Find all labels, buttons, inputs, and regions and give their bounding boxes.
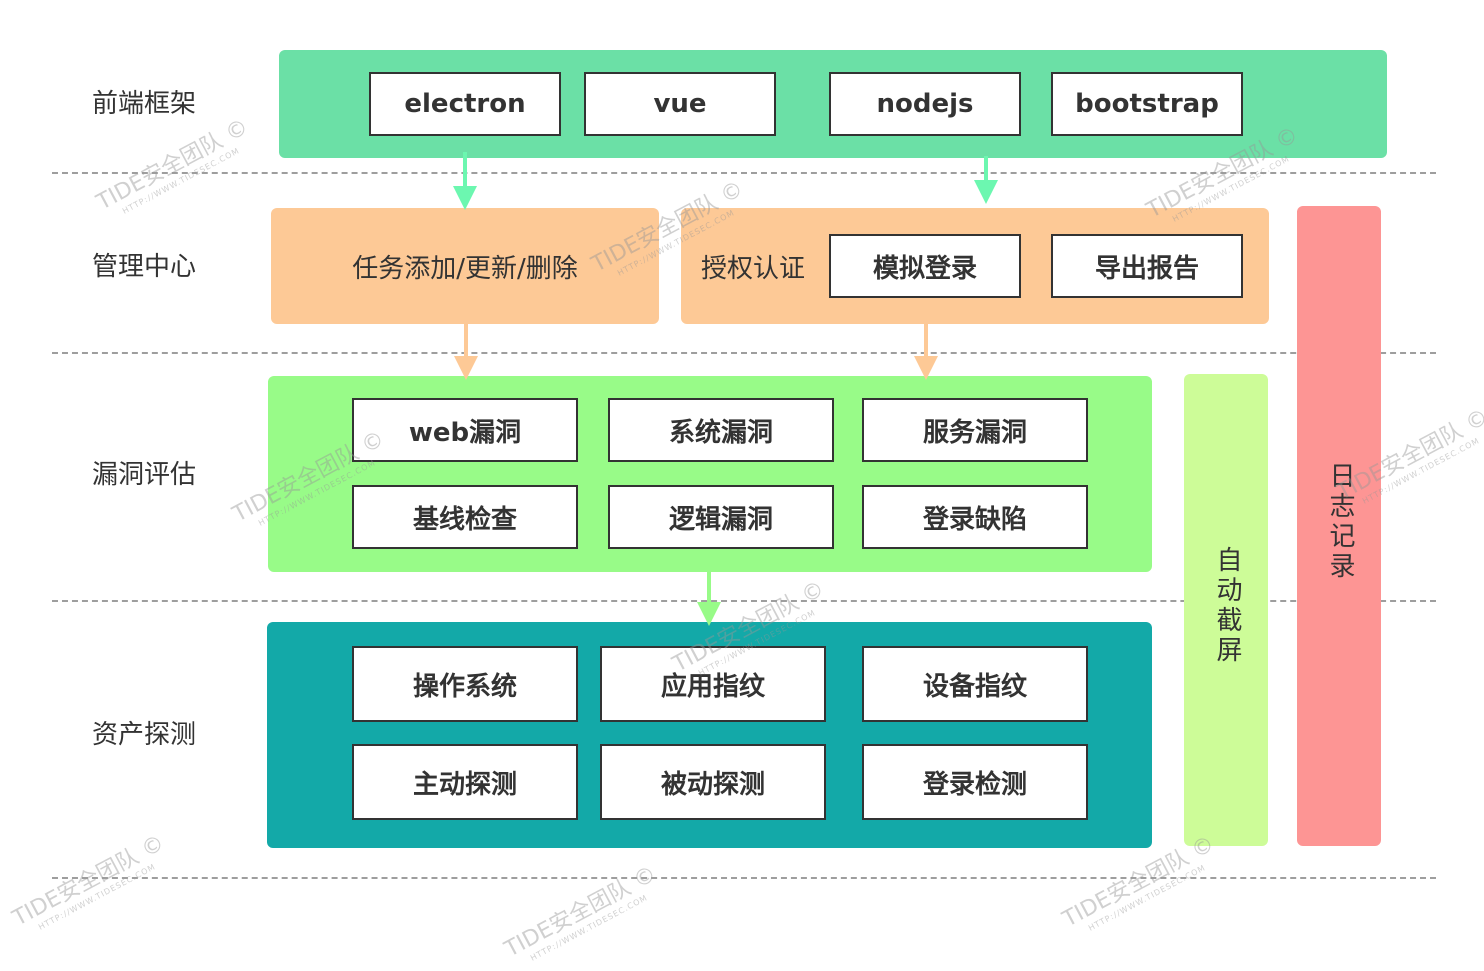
layer-label-management: 管理中心 [92, 252, 197, 282]
vuln-box: web漏洞 [352, 398, 578, 462]
arrow-down-icon [453, 152, 477, 210]
arrow-down-icon [974, 156, 998, 204]
arrow-down-icon [697, 570, 721, 626]
vuln-box: 系统漏洞 [608, 398, 834, 462]
divider [52, 172, 1436, 174]
export-report-box: 导出报告 [1051, 234, 1243, 298]
asset-box: 设备指纹 [862, 646, 1088, 722]
log-record-panel [1297, 206, 1381, 846]
task-management-label: 任务添加/更新/删除 [352, 253, 578, 284]
vuln-box: 服务漏洞 [862, 398, 1088, 462]
vuln-box: 登录缺陷 [862, 485, 1088, 549]
watermark: TIDE安全团队 ©HTTP://WWW.TIDESEC.COM [500, 861, 661, 963]
divider [52, 352, 1436, 354]
asset-box: 被动探测 [600, 744, 826, 820]
auto-screenshot-panel [1184, 374, 1268, 846]
watermark: TIDE安全团队 ©HTTP://WWW.TIDESEC.COM [8, 830, 169, 932]
auto-screenshot-label: 自动截屏 [1212, 546, 1242, 666]
arrow-down-icon [454, 322, 478, 380]
vuln-box: 基线检查 [352, 485, 578, 549]
divider [52, 877, 1436, 879]
watermark: TIDE安全团队 ©HTTP://WWW.TIDESEC.COM [92, 114, 253, 216]
simulated-login-box: 模拟登录 [829, 234, 1021, 298]
layer-label-vuln: 漏洞评估 [92, 460, 197, 490]
vuln-box: 逻辑漏洞 [608, 485, 834, 549]
asset-box: 登录检测 [862, 744, 1088, 820]
layer-label-frontend: 前端框架 [92, 89, 197, 119]
divider [52, 600, 1436, 602]
asset-box: 操作系统 [352, 646, 578, 722]
log-record-label: 日志记录 [1325, 462, 1355, 582]
task-management-panel [271, 208, 659, 324]
arrow-down-icon [914, 322, 938, 380]
layer-label-asset: 资产探测 [92, 720, 197, 750]
frontend-box-vue: vue [584, 72, 776, 136]
auth-label: 授权认证 [700, 253, 805, 284]
asset-box: 应用指纹 [600, 646, 826, 722]
frontend-box-bootstrap: bootstrap [1051, 72, 1243, 136]
frontend-box-electron: electron [369, 72, 561, 136]
frontend-box-nodejs: nodejs [829, 72, 1021, 136]
asset-box: 主动探测 [352, 744, 578, 820]
